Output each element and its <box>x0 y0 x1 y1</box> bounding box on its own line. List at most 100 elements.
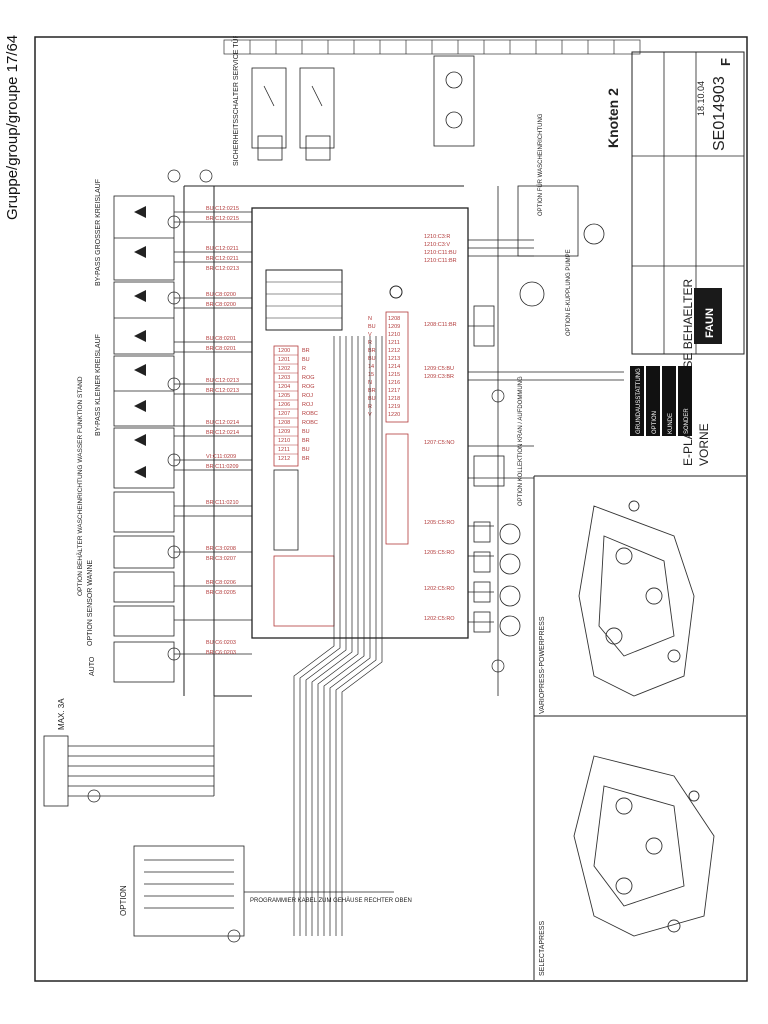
option-behaelter-label: OPTION BEHÄLTER WASCHEINRICHTUNG WASSER … <box>76 376 84 596</box>
legend-line: GRUNDAUSSTATTUNG <box>636 368 642 434</box>
terminal-color: BR <box>302 438 310 444</box>
bypass-kleiner-label: BY-PASS KLEINER KREISLAUF <box>95 334 102 436</box>
internal-wiring <box>293 336 383 936</box>
valve-block-selectapress <box>573 755 715 937</box>
terminal-color: 15 <box>368 372 374 378</box>
wire-label: 1202:C5:RO <box>424 586 455 592</box>
wire-label: BU:C8:0201 <box>206 336 236 342</box>
right-components <box>433 55 605 637</box>
schematic-sheet: E-PLAN GEHAEUSE BEHAELTER VORNE SE014903… <box>34 36 748 982</box>
option-kollektion-label: OPTION KOLLEKTION KRAN / AUFDOMMUNG <box>518 376 524 506</box>
terminal-rows-right: 1208 1209 1210 1211 1212 1213 1214 1215 … <box>368 316 400 418</box>
terminal-color: ROBC <box>302 420 318 426</box>
terminal-id: 1218 <box>388 396 400 402</box>
option-bottom-label: OPTION <box>119 885 128 916</box>
wire-label: BR:C3:0207 <box>206 556 236 562</box>
wire-label: BR:C8:0201 <box>206 346 236 352</box>
main-module <box>251 207 469 639</box>
terminal-color: BR <box>368 388 376 394</box>
terminal-id: 1212 <box>388 348 400 354</box>
wire-label: BU:C12:0211 <box>206 246 239 252</box>
terminal-color: 14 <box>368 364 374 370</box>
terminal-id: 1205 <box>278 393 290 399</box>
terminal-id: 1219 <box>388 404 400 410</box>
wire-label: BR:C11:0210 <box>206 500 239 506</box>
wire-label: BR:C8:0206 <box>206 580 236 586</box>
terminal-id: 1214 <box>388 364 400 370</box>
terminal-rows-left: 1200 1201 1202 1203 1204 1205 1206 1207 … <box>278 348 318 462</box>
wire-label: BR:C8:0200 <box>206 302 236 308</box>
option-connector <box>133 845 394 937</box>
logo-text: FAUN <box>704 308 716 338</box>
terminal-id: 1216 <box>388 380 400 386</box>
terminal-color: BU <box>302 357 310 363</box>
terminal-id: 1208 <box>278 420 290 426</box>
terminal-color: R <box>302 366 306 372</box>
date: 18.10.04 <box>696 81 706 116</box>
terminal-id: 1207 <box>278 411 290 417</box>
terminal-color: ROJ <box>302 402 313 408</box>
terminal-color: ROJ <box>302 393 313 399</box>
wire-label: 1209:C5:BU <box>424 366 454 372</box>
drawing-number: SE014903 <box>711 76 728 151</box>
terminal-id: 1213 <box>388 356 400 362</box>
legend-line: OPTION <box>652 411 658 434</box>
wire-label: 1210:C11:BU <box>424 250 457 256</box>
wire-label: BR:C8:0205 <box>206 590 236 596</box>
wire-label: BR:C12:0214 <box>206 430 239 436</box>
wire-label: VI:C11:0209 <box>206 454 236 460</box>
terminal-id: 1206 <box>278 402 290 408</box>
wire-label: BR:C11:0209 <box>206 464 239 470</box>
reference-circles <box>87 169 505 943</box>
lower-right-panels <box>533 475 746 980</box>
terminal-id: 1208 <box>388 316 400 322</box>
terminal-id: 1210 <box>278 438 290 444</box>
wire-label: BU:C8:0200 <box>206 292 236 298</box>
terminal-id: 1210 <box>388 332 400 338</box>
terminal-color: ROBC <box>302 411 318 417</box>
revision: F <box>718 58 733 66</box>
programmer-label: PROGRAMMIER KABEL ZUM GEHÄUSE RECHTER OB… <box>250 897 412 904</box>
wire-labels-right: 1210:C3:R 1210:C3:V 1210:C11:BU 1210:C11… <box>424 234 457 622</box>
safety-switches <box>251 67 335 161</box>
terminal-color: BR <box>302 456 310 462</box>
wire-label: 1209:C3:BR <box>424 374 454 380</box>
wire-label: 1210:C3:V <box>424 242 450 248</box>
terminal-color: BR <box>302 348 310 354</box>
variopress-label: VARIOPRESS-POWERPRESS <box>539 616 546 714</box>
terminal-id: 1200 <box>278 348 290 354</box>
terminal-color: ROG <box>302 375 315 381</box>
terminal-id: 1203 <box>278 375 290 381</box>
diode-symbols <box>134 206 146 478</box>
terminal-id: 1217 <box>388 388 400 394</box>
terminal-color: ROG <box>302 384 315 390</box>
wire-label: BR:C12:0213 <box>206 266 239 272</box>
option-sensor-label: OPTION SENSOR WANNE <box>87 560 94 646</box>
selectapress-label: SELECTAPRESS <box>539 921 546 976</box>
left-bus <box>183 185 464 697</box>
wire-label: BR:C12:0211 <box>206 256 239 262</box>
sheet-frame <box>34 36 748 982</box>
terminal-color: BU <box>368 356 376 362</box>
terminal-id: 1212 <box>278 456 290 462</box>
wire-label: BU:C12:0214 <box>206 420 239 426</box>
wire-label: 1205:C5:RO <box>424 550 455 556</box>
terminal-id: 1209 <box>278 429 290 435</box>
page-label: Gruppe/group/groupe 17/64 <box>4 34 21 220</box>
terminal-color: BU <box>302 447 310 453</box>
legend-line: KUNDE <box>668 413 674 434</box>
terminal-id: 1211 <box>278 447 290 453</box>
node-label: Knoten 2 <box>605 88 621 148</box>
wire-label: BR:C3:0208 <box>206 546 236 552</box>
solenoid-switches <box>473 521 491 633</box>
terminal-id: 1209 <box>388 324 400 330</box>
wire-label: BU:C6:0203 <box>206 640 236 646</box>
terminal-id: 1201 <box>278 357 290 363</box>
wire-label: 1208:C11:BR <box>424 322 457 328</box>
wire-label: BU:C12:0215 <box>206 206 239 212</box>
legend-block: GRUNDAUSSTATTUNG OPTION KUNDE SONDER <box>630 366 692 436</box>
max-current-label: MAX. 3A <box>57 698 66 730</box>
terminal-id: 1220 <box>388 412 400 418</box>
feeder-lines <box>174 211 252 655</box>
wire-label: 1210:C11:BR <box>424 258 457 264</box>
